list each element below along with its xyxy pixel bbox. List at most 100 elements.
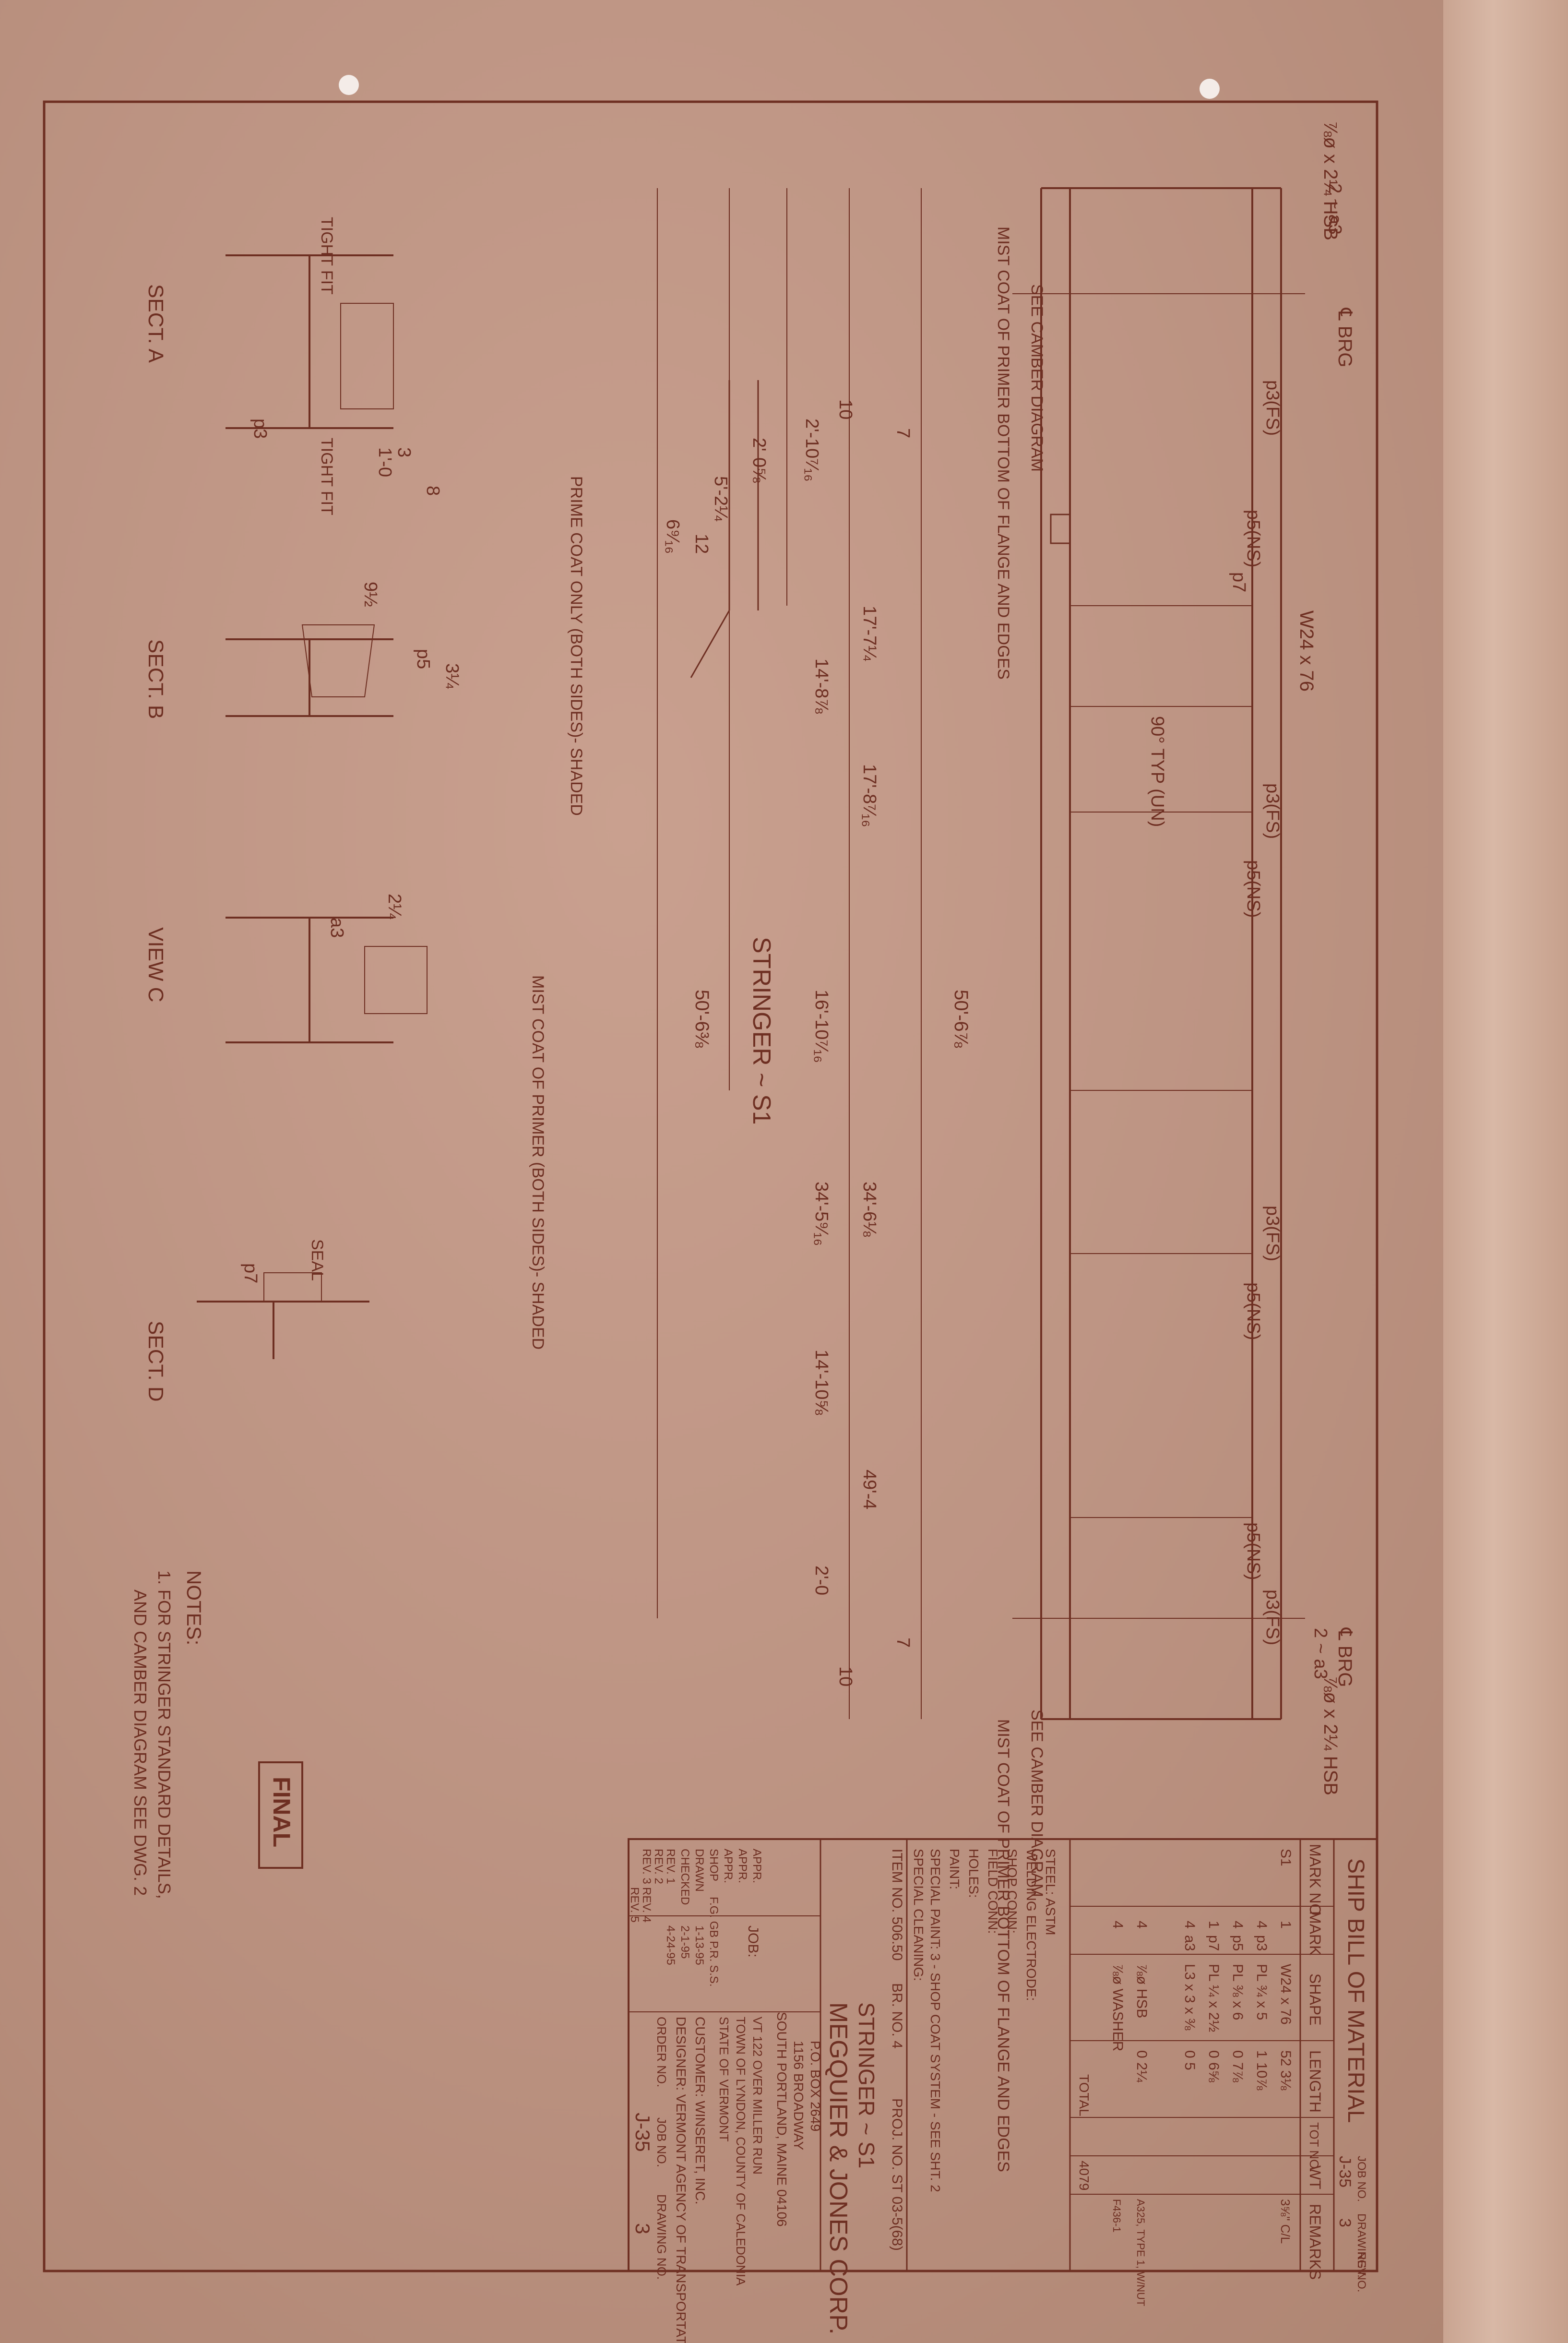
title-job-1: VT 122 OVER MILLER RUN (750, 2017, 765, 2175)
bom-cell: 0 5 (1182, 2050, 1198, 2070)
bom-cell: 3⅝" C/L (1278, 2199, 1293, 2244)
bom-cell: 1 (1206, 1921, 1222, 1929)
bom-cell: 4 (1110, 1921, 1126, 1929)
bom-job-no: J-35 (1336, 2156, 1354, 2188)
dim-ten-left: 10 (835, 399, 855, 419)
title-drawing: STRINGER ~ S1 (854, 2002, 879, 2168)
bom-drawing-no: 3 (1336, 2218, 1354, 2227)
bolt-top-label: ⅞ø x 2¼ HSB (1320, 121, 1341, 240)
two-a3-top: 2 ~ a3 (1325, 183, 1345, 235)
bom-row-5: 4 a3 L3 x 3 x ⅜ 0 5 (1182, 1921, 1198, 2070)
dim-d7: 16'-10⁷⁄₁₆ (811, 990, 832, 1063)
bom-cell: W24 x 76 (1278, 1964, 1294, 2025)
mark-a3-detail: a3 (327, 918, 347, 938)
bom-header-remarks: REMARKS (1307, 2204, 1324, 2280)
title-date-3: 4-24-95 (664, 1925, 677, 1965)
prime-note: PRIME COAT ONLY (BOTH SIDES)- SHADED (567, 476, 585, 816)
bom-row-2: 4 p3 PL ¾ x 5 1 10⅞ (1254, 1921, 1270, 2091)
dim-d3: 5'-2¼ (711, 476, 731, 522)
spec-item-no: ITEM NO. 506.50 (889, 1849, 905, 1960)
bom-header-length: LENGTH (1307, 2050, 1324, 2113)
title-row-rev4: REV. 4 (640, 1887, 653, 1923)
bom-cell: ⅞ø WASHER (1110, 1964, 1126, 2051)
bom-cell: A325, TYPE 1, W/NUT (1135, 2199, 1147, 2306)
punch-hole-right (1200, 79, 1220, 99)
mark-p3fs-3: p3(FS) (1262, 1206, 1283, 1261)
dim-three: 3 (394, 447, 414, 457)
title-row-appr-2: APPR. (736, 1849, 749, 1883)
notes-title: NOTES: (183, 1570, 205, 1645)
bill-of-material (628, 1838, 1378, 2272)
dim-nine-half: 9½ (360, 582, 380, 607)
title-row-rev1: REV. 1 (664, 1849, 677, 1884)
mark-p5ns-2: p5(NS) (1243, 860, 1263, 918)
bom-cell: 0 2¼ (1134, 2050, 1150, 2083)
rotated-drawing (197, 187, 1378, 2272)
camber-note-right: SEE CAMBER DIAGRAM (1028, 1709, 1046, 1897)
mark-p3fs-4: p3(FS) (1262, 1590, 1283, 1645)
bom-header-mark-no: MARK NO. (1307, 1844, 1324, 1920)
note-1: 1. FOR STRINGER STANDARD DETAILS, (154, 1570, 174, 1899)
bom-cell: 4 (1182, 1921, 1198, 1929)
bom-row-4: 1 p7 PL ¼ x 2½ 0 6⅝ (1206, 1921, 1222, 2083)
title-initials: F.G. GB P.R. S.S. (707, 1897, 720, 1987)
dim-d2: 2'-0⅝ (749, 438, 769, 483)
mark-p5-detail: p5 (413, 649, 433, 669)
spec-paint: PAINT: (947, 1849, 962, 1889)
title-designer: DESIGNER: VERMONT AGENCY OF TRANSPORTATI… (674, 2017, 689, 2343)
dim-two-q: 2¼ (384, 894, 404, 920)
title-job-2: TOWN OF LYNDON, COUNTY OF CALEDONIA (734, 2017, 748, 2286)
mist-shaded-note: MIST COAT OF PRIMER (BOTH SIDES)- SHADED (529, 975, 547, 1350)
spec-field-conn: FIELD CONN: (986, 1849, 1000, 1934)
bom-row-3: 4 p5 PL ⅜ x 6 0 7⅞ (1230, 1921, 1246, 2083)
bearing-label-left: ℄ BRG (1334, 308, 1355, 367)
sheet-edge-strip (1443, 0, 1568, 2343)
mark-p7-1: p7 (1229, 572, 1249, 592)
bom-cell: PL ¾ x 5 (1254, 1964, 1270, 2020)
punch-hole-left (339, 75, 359, 95)
bom-header-mark: MARK (1307, 1911, 1324, 1955)
dim-d10: 14'-10⅝ (811, 1350, 832, 1415)
dim-d5: 14'-8⅞ (811, 658, 832, 714)
bom-cell: L3 x 3 x ⅜ (1182, 1964, 1198, 2031)
mark-p3fs-1: p3(FS) (1262, 380, 1283, 436)
spec-special-clean: SPECIAL CLEANING: (911, 1849, 926, 1981)
dim-twelve: 12 (691, 534, 712, 554)
camber-note-left: SEE CAMBER DIAGRAM (1028, 284, 1046, 472)
bom-cell: 52 3⅛ (1278, 2050, 1294, 2091)
stringer-elevation (657, 187, 1305, 1720)
bolt-bottom-label: ⅞ø x 2¼ HSB (1320, 1676, 1341, 1795)
dim-d8: 34'-6⅛ (859, 1182, 879, 1237)
dim-d11: 49'-4 (859, 1470, 879, 1509)
dim-d1: 2'-10⁷⁄₁₆ (802, 418, 822, 482)
title-order-no: ORDER NO. (654, 2017, 669, 2087)
two-a3-bottom: 2 ~ a3 (1310, 1628, 1330, 1679)
title-job-3: STATE OF VERMONT (717, 2017, 731, 2142)
title-row-rev2: REV. 2 (652, 1849, 665, 1884)
title-address-1: P.O. BOX 2649 (808, 2041, 823, 2131)
bom-cell: a3 (1182, 1935, 1198, 1951)
dim-d6: 17'-8⁷⁄₁₆ (859, 764, 879, 827)
dim-overall: 50'-6⅞ (950, 990, 972, 1048)
bom-drawing-no-label: DRAWING NO. (1355, 2213, 1368, 2292)
title-address-2: 1156 BROADWAY (791, 2041, 806, 2151)
bom-row-7: 4 ⅞ø WASHER F436-1 (1110, 1921, 1126, 2233)
dim-one-zero: 1'-0 (375, 447, 395, 477)
section-a-label: SECT. A (144, 284, 167, 363)
bom-total: 4079 (1077, 2161, 1092, 2190)
section-b-label: SECT. B (144, 639, 167, 719)
bearing-label-right: ℄ BRG (1334, 1627, 1355, 1687)
dim-ten-right: 10 (835, 1666, 855, 1686)
tight-fit-bottom: TIGHT FIT (318, 438, 336, 515)
bom-cell: 1 10⅞ (1254, 2050, 1270, 2091)
bom-header-shape: SHAPE (1307, 1973, 1324, 2025)
bom-cell: PL ¼ x 2½ (1206, 1964, 1222, 2032)
spec-shop-conn: SHOP CONN: (1005, 1849, 1020, 1934)
title-job-val: J-35 (631, 2113, 654, 2152)
spec-steel: STEEL: ASTM (1043, 1849, 1058, 1936)
spec-holes: HOLES: (966, 1849, 981, 1898)
bom-header-wt: WT (1307, 2165, 1324, 2189)
bom-cell: 4 (1230, 1921, 1246, 1929)
